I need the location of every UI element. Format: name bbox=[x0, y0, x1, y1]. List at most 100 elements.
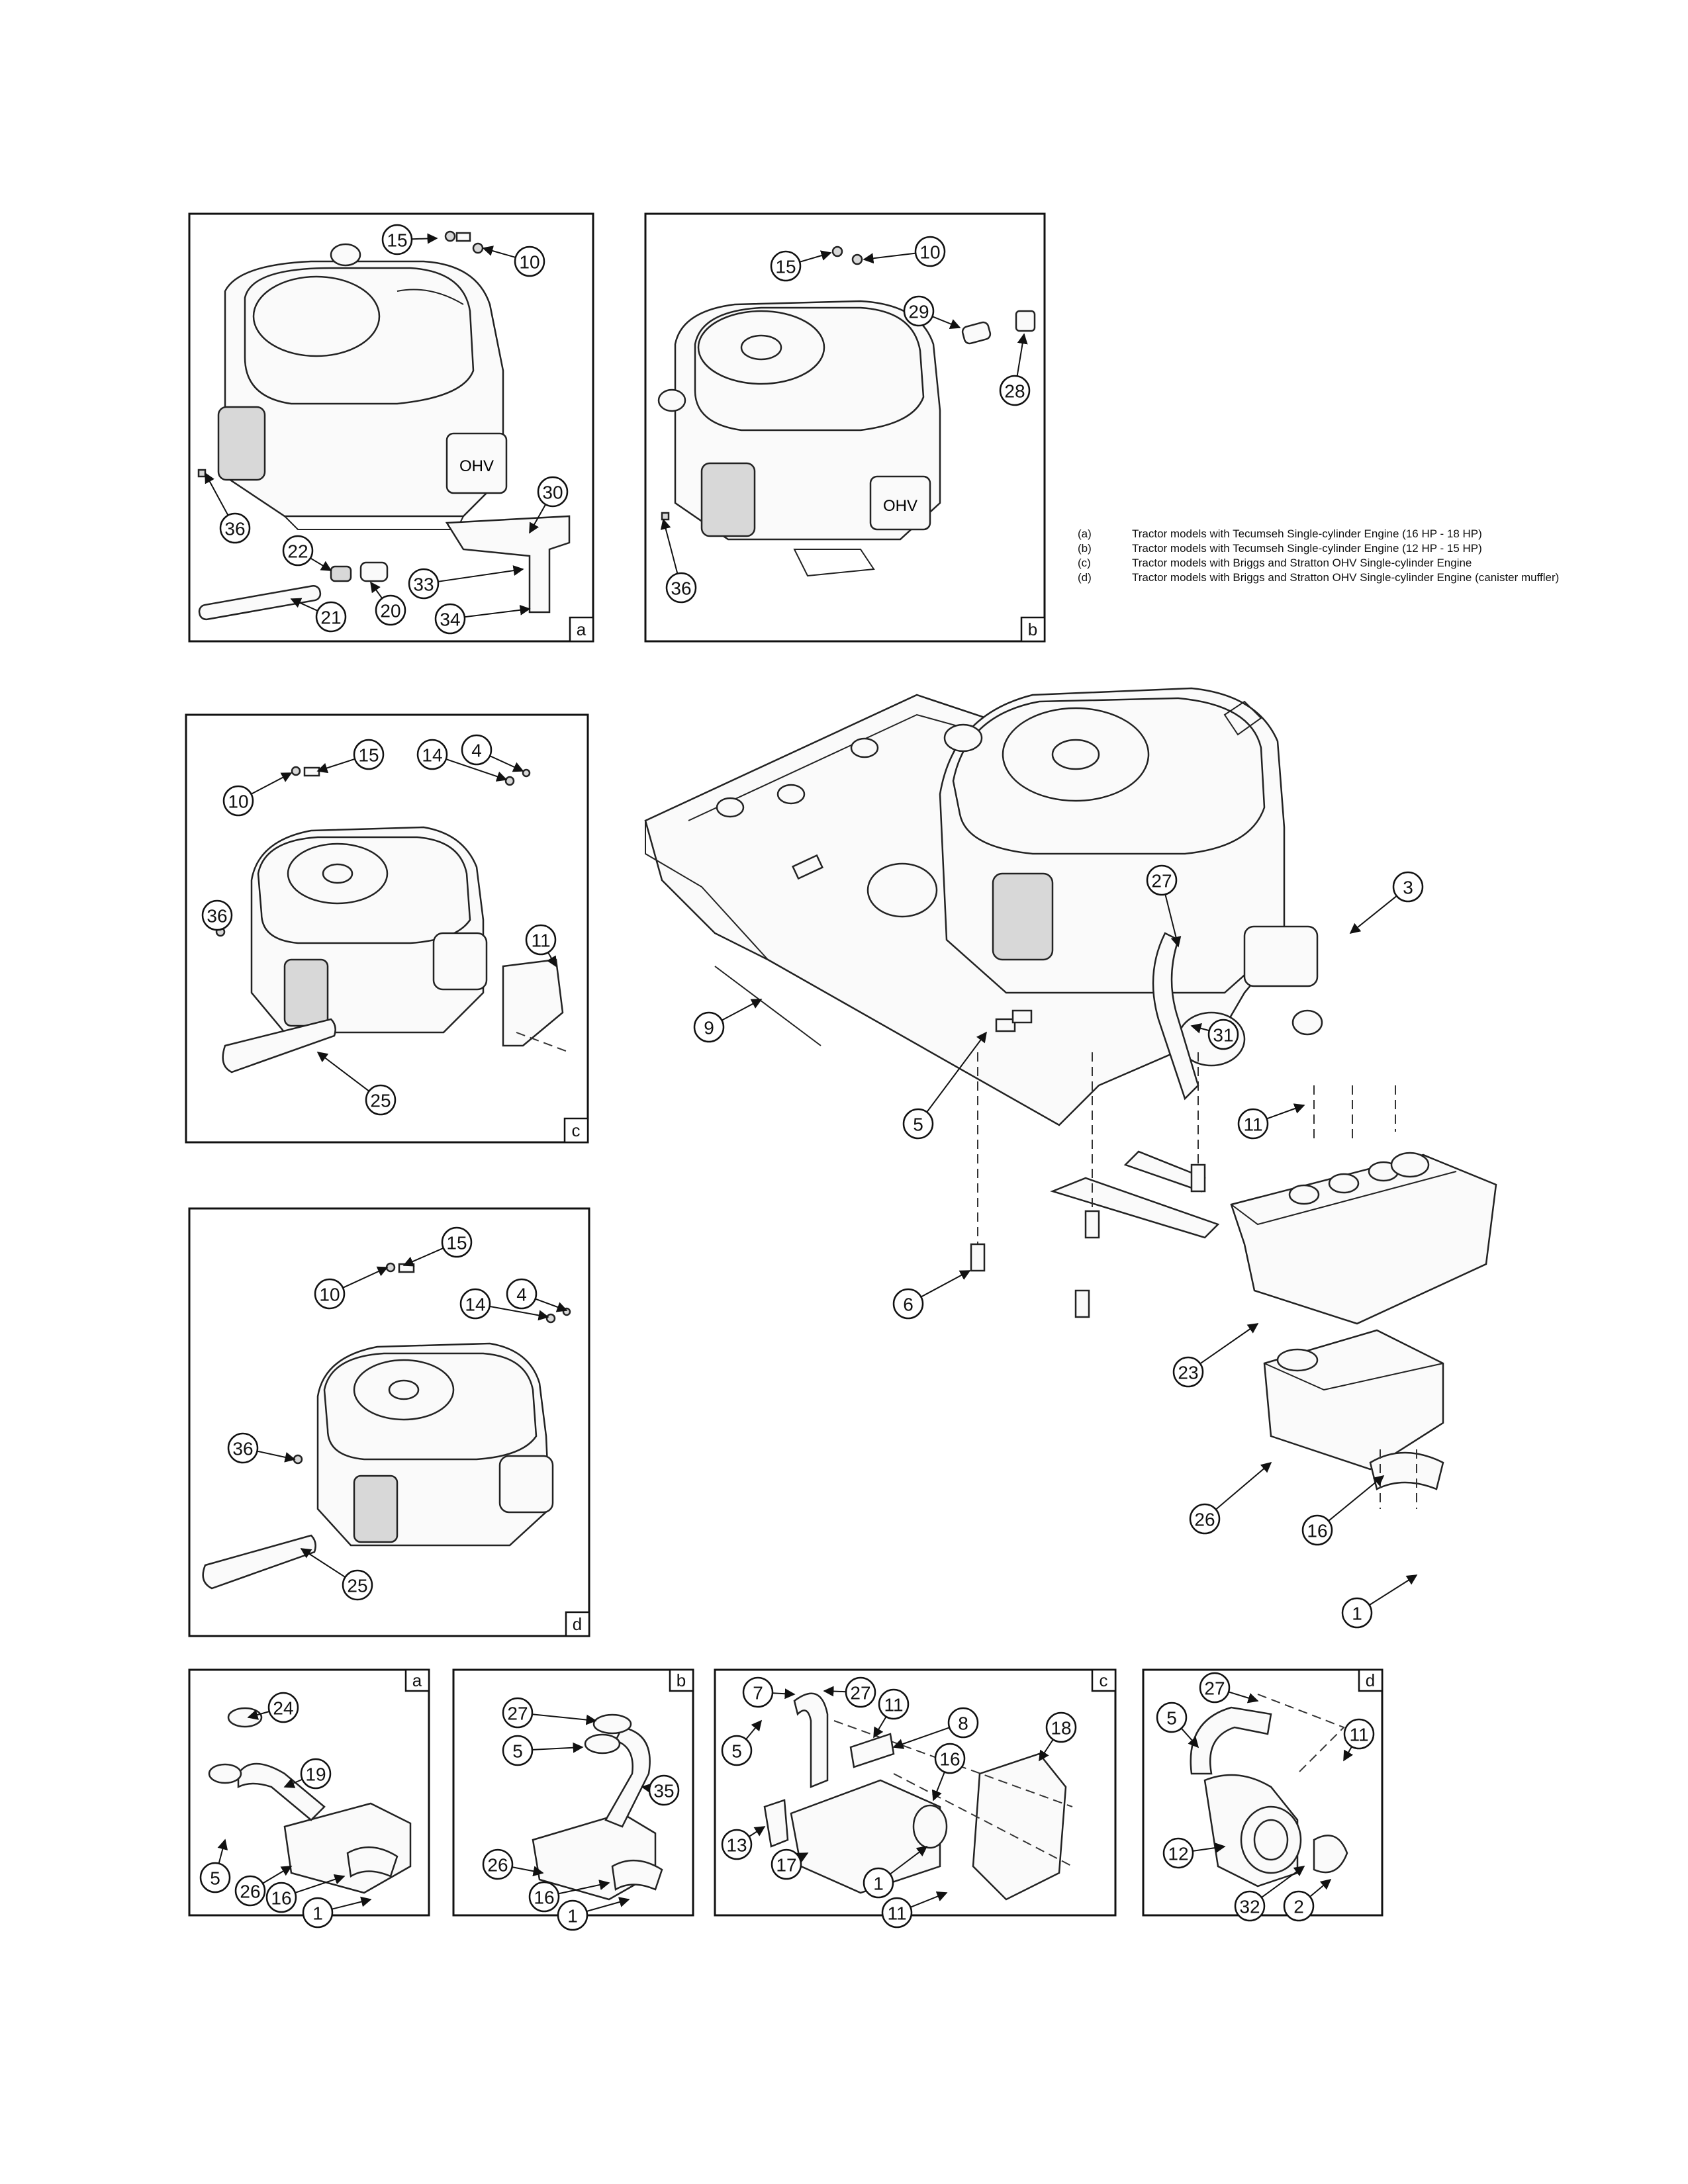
callout-circle bbox=[441, 1226, 473, 1258]
muffler-panel-c-frame: c bbox=[714, 1668, 1117, 1917]
callout-circle bbox=[1301, 1514, 1333, 1546]
main-muffler-drawing bbox=[1263, 1329, 1444, 1490]
heat-shield-drawing bbox=[1230, 1152, 1497, 1325]
part-callout: 16 bbox=[931, 1743, 966, 1801]
legend-key-c: (c) bbox=[1078, 557, 1091, 569]
callout-leader bbox=[641, 1783, 653, 1794]
callout-number: 8 bbox=[958, 1713, 968, 1734]
callout-circle bbox=[878, 1688, 910, 1720]
part-callout: 32 bbox=[1234, 1866, 1305, 1922]
callout-leader bbox=[863, 252, 916, 264]
callout-number: 14 bbox=[422, 745, 442, 766]
callout-number: 35 bbox=[653, 1781, 674, 1801]
muffler-c-drawing bbox=[763, 1692, 1073, 1901]
part-callout: 26 bbox=[234, 1866, 293, 1907]
callout-number: 5 bbox=[512, 1741, 523, 1762]
callout-leader bbox=[535, 1298, 568, 1312]
part-callout: 10 bbox=[222, 772, 293, 817]
muffler-d-corner-label: d bbox=[1366, 1670, 1375, 1690]
callout-number: 9 bbox=[704, 1018, 714, 1038]
callout-leader bbox=[489, 1305, 549, 1321]
callout-circle bbox=[282, 535, 314, 567]
callout-number: 15 bbox=[358, 745, 379, 766]
callout-number: 36 bbox=[224, 519, 245, 539]
part-callout: 6 bbox=[892, 1270, 971, 1320]
engine-c-drawing bbox=[215, 766, 570, 1073]
callout-number: 12 bbox=[1168, 1844, 1188, 1864]
callout-leader bbox=[445, 758, 508, 782]
callout-circle bbox=[265, 1882, 297, 1913]
callout-number: 15 bbox=[387, 230, 407, 251]
callout-leader bbox=[892, 1727, 950, 1749]
callout-leader bbox=[1199, 1323, 1259, 1365]
callout-number: 36 bbox=[232, 1439, 253, 1459]
callout-leader bbox=[799, 250, 832, 263]
callout-number: 22 bbox=[287, 541, 308, 562]
callout-leader bbox=[823, 1686, 847, 1697]
callout-number: 2 bbox=[1293, 1897, 1304, 1917]
callout-leader bbox=[1309, 1878, 1332, 1897]
panel-c-corner-label: c bbox=[572, 1120, 581, 1140]
callout-leader bbox=[889, 1846, 928, 1875]
callout-circle bbox=[267, 1692, 299, 1723]
callout-circle bbox=[502, 1735, 534, 1766]
callout-circle bbox=[1146, 864, 1178, 896]
callout-circle bbox=[365, 1084, 397, 1116]
callout-leader bbox=[217, 1839, 228, 1864]
part-callout: 12 bbox=[1162, 1837, 1226, 1869]
callout-circle bbox=[557, 1899, 588, 1931]
callout-number: 27 bbox=[1151, 871, 1172, 891]
callout-leader bbox=[1349, 895, 1397, 934]
callout-circle bbox=[903, 295, 935, 327]
callout-circle bbox=[506, 1278, 538, 1310]
legend-key-b: (b) bbox=[1078, 542, 1092, 555]
callout-circle bbox=[947, 1707, 979, 1739]
part-callout: 3 bbox=[1349, 871, 1424, 934]
callout-circle bbox=[1283, 1890, 1315, 1922]
callout-number: 5 bbox=[1166, 1708, 1177, 1729]
engine-b-drawing: OHV bbox=[657, 246, 1036, 577]
callout-number: 11 bbox=[1349, 1725, 1368, 1745]
part-callout: 23 bbox=[1172, 1323, 1259, 1388]
part-callout: 15 bbox=[381, 224, 438, 255]
callout-number: 1 bbox=[873, 1874, 884, 1894]
callout-circle bbox=[302, 1897, 334, 1929]
callout-leader bbox=[660, 518, 679, 574]
callout-leader bbox=[402, 1247, 444, 1267]
callout-leader bbox=[512, 1866, 544, 1877]
part-callout: 5 bbox=[199, 1839, 231, 1893]
callout-circle bbox=[721, 1735, 753, 1766]
part-callout: 26 bbox=[482, 1848, 544, 1880]
callout-number: 27 bbox=[1204, 1678, 1225, 1699]
callout-leader bbox=[262, 1866, 293, 1884]
callout-circle bbox=[648, 1774, 680, 1806]
part-callout: 16 bbox=[528, 1880, 610, 1913]
callout-leader bbox=[464, 604, 531, 618]
callout-number: 5 bbox=[913, 1115, 923, 1135]
callout-circle bbox=[1172, 1356, 1204, 1388]
callout-number: 11 bbox=[531, 931, 550, 951]
callout-number: 11 bbox=[884, 1695, 903, 1715]
callout-circle bbox=[315, 601, 347, 633]
callout-circle bbox=[1162, 1837, 1194, 1869]
callout-leader bbox=[411, 233, 438, 244]
part-callout: 4 bbox=[506, 1278, 568, 1312]
main-fasteners bbox=[714, 966, 1417, 1509]
callout-number: 32 bbox=[1239, 1897, 1260, 1917]
part-callout: 11 bbox=[525, 924, 557, 968]
part-callout: 1 bbox=[863, 1846, 928, 1899]
callout-number: 19 bbox=[305, 1764, 326, 1785]
callout-leader bbox=[257, 1450, 296, 1463]
callout-number: 16 bbox=[1307, 1521, 1327, 1541]
callout-leader bbox=[873, 1716, 887, 1739]
part-callout: 11 bbox=[1343, 1718, 1375, 1762]
callout-leader bbox=[332, 1896, 372, 1910]
callout-leader bbox=[1228, 1691, 1259, 1704]
callout-leader bbox=[745, 1719, 763, 1740]
callout-circle bbox=[219, 512, 251, 544]
part-callout: 2 bbox=[1283, 1878, 1332, 1922]
part-callout: 13 bbox=[721, 1826, 766, 1860]
panel-a-top-corner-label: a bbox=[577, 619, 586, 639]
callout-leader bbox=[251, 772, 293, 795]
